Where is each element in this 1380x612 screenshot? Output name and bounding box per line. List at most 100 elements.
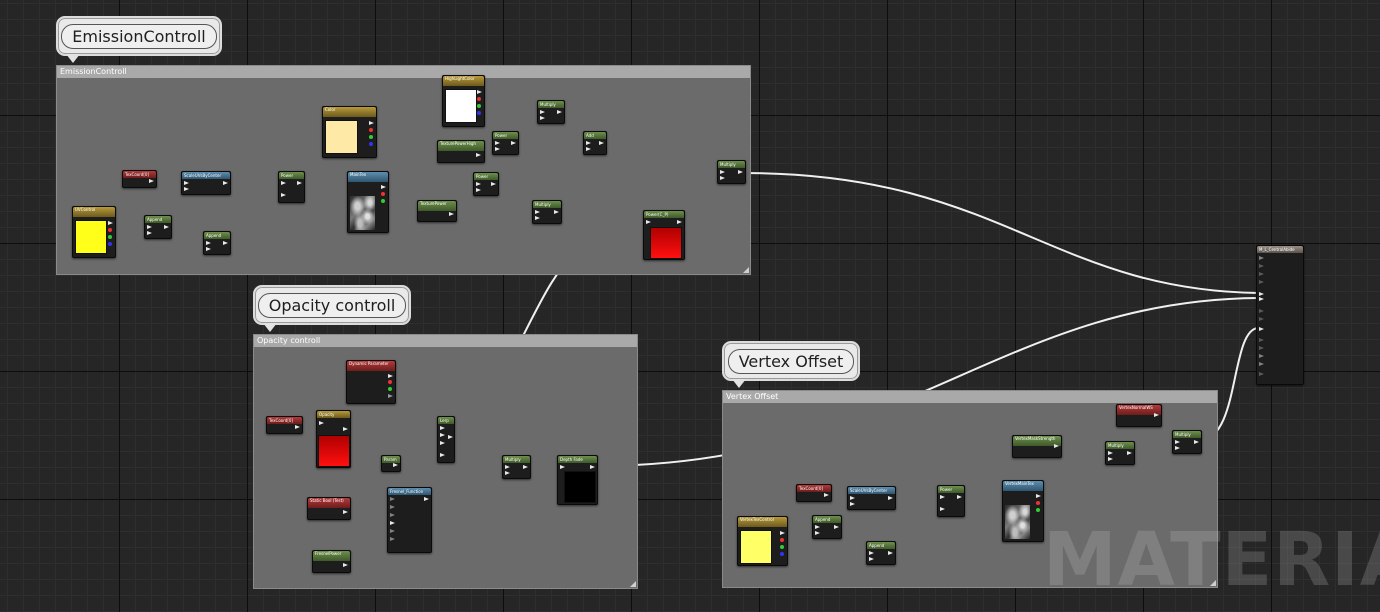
input-pin-icon[interactable] bbox=[869, 557, 874, 561]
node-append-c[interactable]: Append bbox=[812, 515, 842, 539]
pin-r-icon[interactable] bbox=[381, 192, 385, 196]
input-pin-icon[interactable] bbox=[940, 495, 945, 499]
input-pin-icon[interactable] bbox=[940, 507, 945, 511]
output-pin-icon[interactable] bbox=[424, 497, 429, 501]
input-pin-icon[interactable] bbox=[206, 247, 211, 251]
comment-bubble-opacity[interactable]: Opacity controll bbox=[253, 285, 411, 332]
input-pin-icon[interactable] bbox=[1259, 354, 1264, 358]
input-pin-icon[interactable] bbox=[390, 497, 395, 501]
pin-g-icon[interactable] bbox=[369, 135, 373, 139]
input-pin-icon[interactable] bbox=[815, 525, 820, 529]
resize-grip-icon[interactable] bbox=[1210, 580, 1216, 586]
input-pin-icon[interactable] bbox=[720, 176, 725, 180]
node-vertex-normal-ws[interactable]: VertexNormalWS bbox=[1116, 404, 1162, 427]
input-pin-icon[interactable] bbox=[1259, 338, 1264, 342]
node-scale-uvs-by-center-b[interactable]: ScaleUVsByCenter bbox=[847, 486, 896, 510]
output-pin-icon[interactable] bbox=[1154, 413, 1159, 417]
input-pin-icon[interactable] bbox=[646, 220, 651, 224]
pin-b-icon[interactable] bbox=[369, 142, 373, 146]
output-pin-icon[interactable] bbox=[888, 496, 893, 500]
node-texture-power[interactable]: TexturePower bbox=[417, 200, 457, 222]
output-pin-icon[interactable] bbox=[149, 179, 154, 183]
pin-g-icon[interactable] bbox=[381, 199, 385, 203]
input-pin-icon[interactable] bbox=[1259, 317, 1264, 321]
node-lerp[interactable]: Lerp bbox=[437, 416, 455, 463]
pin-r-icon[interactable] bbox=[1036, 501, 1040, 505]
output-pin-icon[interactable] bbox=[448, 435, 453, 439]
output-pin-icon[interactable] bbox=[738, 170, 743, 174]
node-vertex-mask-strength[interactable]: VertexMaskStrength bbox=[1012, 435, 1062, 458]
input-pin-icon[interactable] bbox=[440, 433, 445, 437]
input-pin-icon[interactable] bbox=[476, 188, 481, 192]
input-pin-icon[interactable] bbox=[206, 241, 211, 245]
output-pin-icon[interactable] bbox=[491, 182, 496, 186]
pin-g-icon[interactable] bbox=[388, 387, 392, 391]
node-power-a[interactable]: Power bbox=[492, 131, 519, 155]
node-vertex-main-tex[interactable]: VertexMainTex bbox=[1002, 480, 1044, 542]
node-multiply-a[interactable]: Multiply bbox=[537, 100, 565, 124]
input-pin-icon[interactable] bbox=[1259, 292, 1264, 296]
node-color[interactable]: Color bbox=[322, 106, 377, 158]
input-pin-icon[interactable] bbox=[586, 141, 591, 145]
node-multiply-c[interactable]: Multiply bbox=[502, 455, 531, 479]
output-pin-icon[interactable] bbox=[393, 463, 398, 467]
output-pin-icon[interactable] bbox=[108, 221, 113, 225]
input-pin-icon[interactable] bbox=[495, 147, 500, 151]
node-append-d[interactable]: Append bbox=[866, 541, 896, 565]
pin-g-icon[interactable] bbox=[108, 235, 112, 239]
input-pin-icon[interactable] bbox=[850, 496, 855, 500]
input-pin-icon[interactable] bbox=[1259, 327, 1264, 331]
output-pin-icon[interactable] bbox=[824, 493, 829, 497]
node-tex-coord-c[interactable]: TexCoord[0] bbox=[796, 484, 832, 502]
output-pin-icon[interactable] bbox=[388, 394, 393, 398]
output-pin-icon[interactable] bbox=[888, 551, 893, 555]
output-pin-icon[interactable] bbox=[388, 374, 393, 378]
output-pin-icon[interactable] bbox=[295, 425, 300, 429]
node-highlight-color[interactable]: HighLightColor bbox=[442, 75, 485, 127]
pin-r-icon[interactable] bbox=[477, 97, 481, 101]
output-pin-icon[interactable] bbox=[780, 531, 785, 535]
node-multiply-e[interactable]: Multiply bbox=[1172, 430, 1202, 454]
node-append-a[interactable]: Append bbox=[144, 215, 172, 239]
output-pin-icon[interactable] bbox=[677, 220, 682, 224]
output-pin-icon[interactable] bbox=[343, 427, 348, 431]
input-pin-icon[interactable] bbox=[1259, 264, 1264, 268]
input-pin-icon[interactable] bbox=[319, 421, 324, 425]
input-pin-icon[interactable] bbox=[184, 181, 189, 185]
output-pin-icon[interactable] bbox=[1036, 494, 1041, 498]
input-pin-icon[interactable] bbox=[1259, 346, 1264, 350]
input-pin-icon[interactable] bbox=[281, 193, 286, 197]
node-dynamic-parameter[interactable]: Dynamic Parameter bbox=[346, 360, 396, 404]
input-pin-icon[interactable] bbox=[540, 116, 545, 120]
input-pin-icon[interactable] bbox=[869, 551, 874, 555]
input-pin-icon[interactable] bbox=[390, 505, 395, 509]
node-param-small[interactable]: Param bbox=[381, 455, 401, 472]
input-pin-icon[interactable] bbox=[390, 521, 395, 525]
input-pin-icon[interactable] bbox=[147, 231, 152, 235]
output-pin-icon[interactable] bbox=[297, 181, 302, 185]
output-pin-icon[interactable] bbox=[957, 495, 962, 499]
output-pin-icon[interactable] bbox=[1194, 440, 1199, 444]
pin-r-icon[interactable] bbox=[369, 128, 373, 132]
input-pin-icon[interactable] bbox=[1259, 297, 1264, 301]
node-main-tex[interactable]: MainTex bbox=[347, 171, 389, 233]
node-texture-power-high[interactable]: TexturePowerHigh bbox=[437, 140, 485, 163]
node-power-d[interactable]: Power bbox=[937, 485, 965, 517]
pin-g-icon[interactable] bbox=[477, 104, 481, 108]
node-scale-uvs-by-center-a[interactable]: ScaleUVsByCenter bbox=[181, 171, 231, 195]
input-pin-icon[interactable] bbox=[720, 170, 725, 174]
output-pin-icon[interactable] bbox=[476, 153, 481, 157]
input-pin-icon[interactable] bbox=[850, 502, 855, 506]
node-fresnel-power[interactable]: FresnelPower bbox=[312, 550, 351, 573]
node-tex-coord-a[interactable]: TexCoord[0] bbox=[122, 170, 157, 188]
node-append-b[interactable]: Append bbox=[203, 231, 231, 255]
input-pin-icon[interactable] bbox=[1108, 457, 1113, 461]
output-pin-icon[interactable] bbox=[599, 141, 604, 145]
output-pin-icon[interactable] bbox=[223, 181, 228, 185]
output-pin-icon[interactable] bbox=[554, 210, 559, 214]
output-pin-icon[interactable] bbox=[343, 510, 348, 514]
output-pin-icon[interactable] bbox=[1127, 451, 1132, 455]
pin-g-icon[interactable] bbox=[1036, 508, 1040, 512]
output-pin-icon[interactable] bbox=[381, 185, 386, 189]
resize-grip-icon[interactable] bbox=[743, 267, 749, 273]
